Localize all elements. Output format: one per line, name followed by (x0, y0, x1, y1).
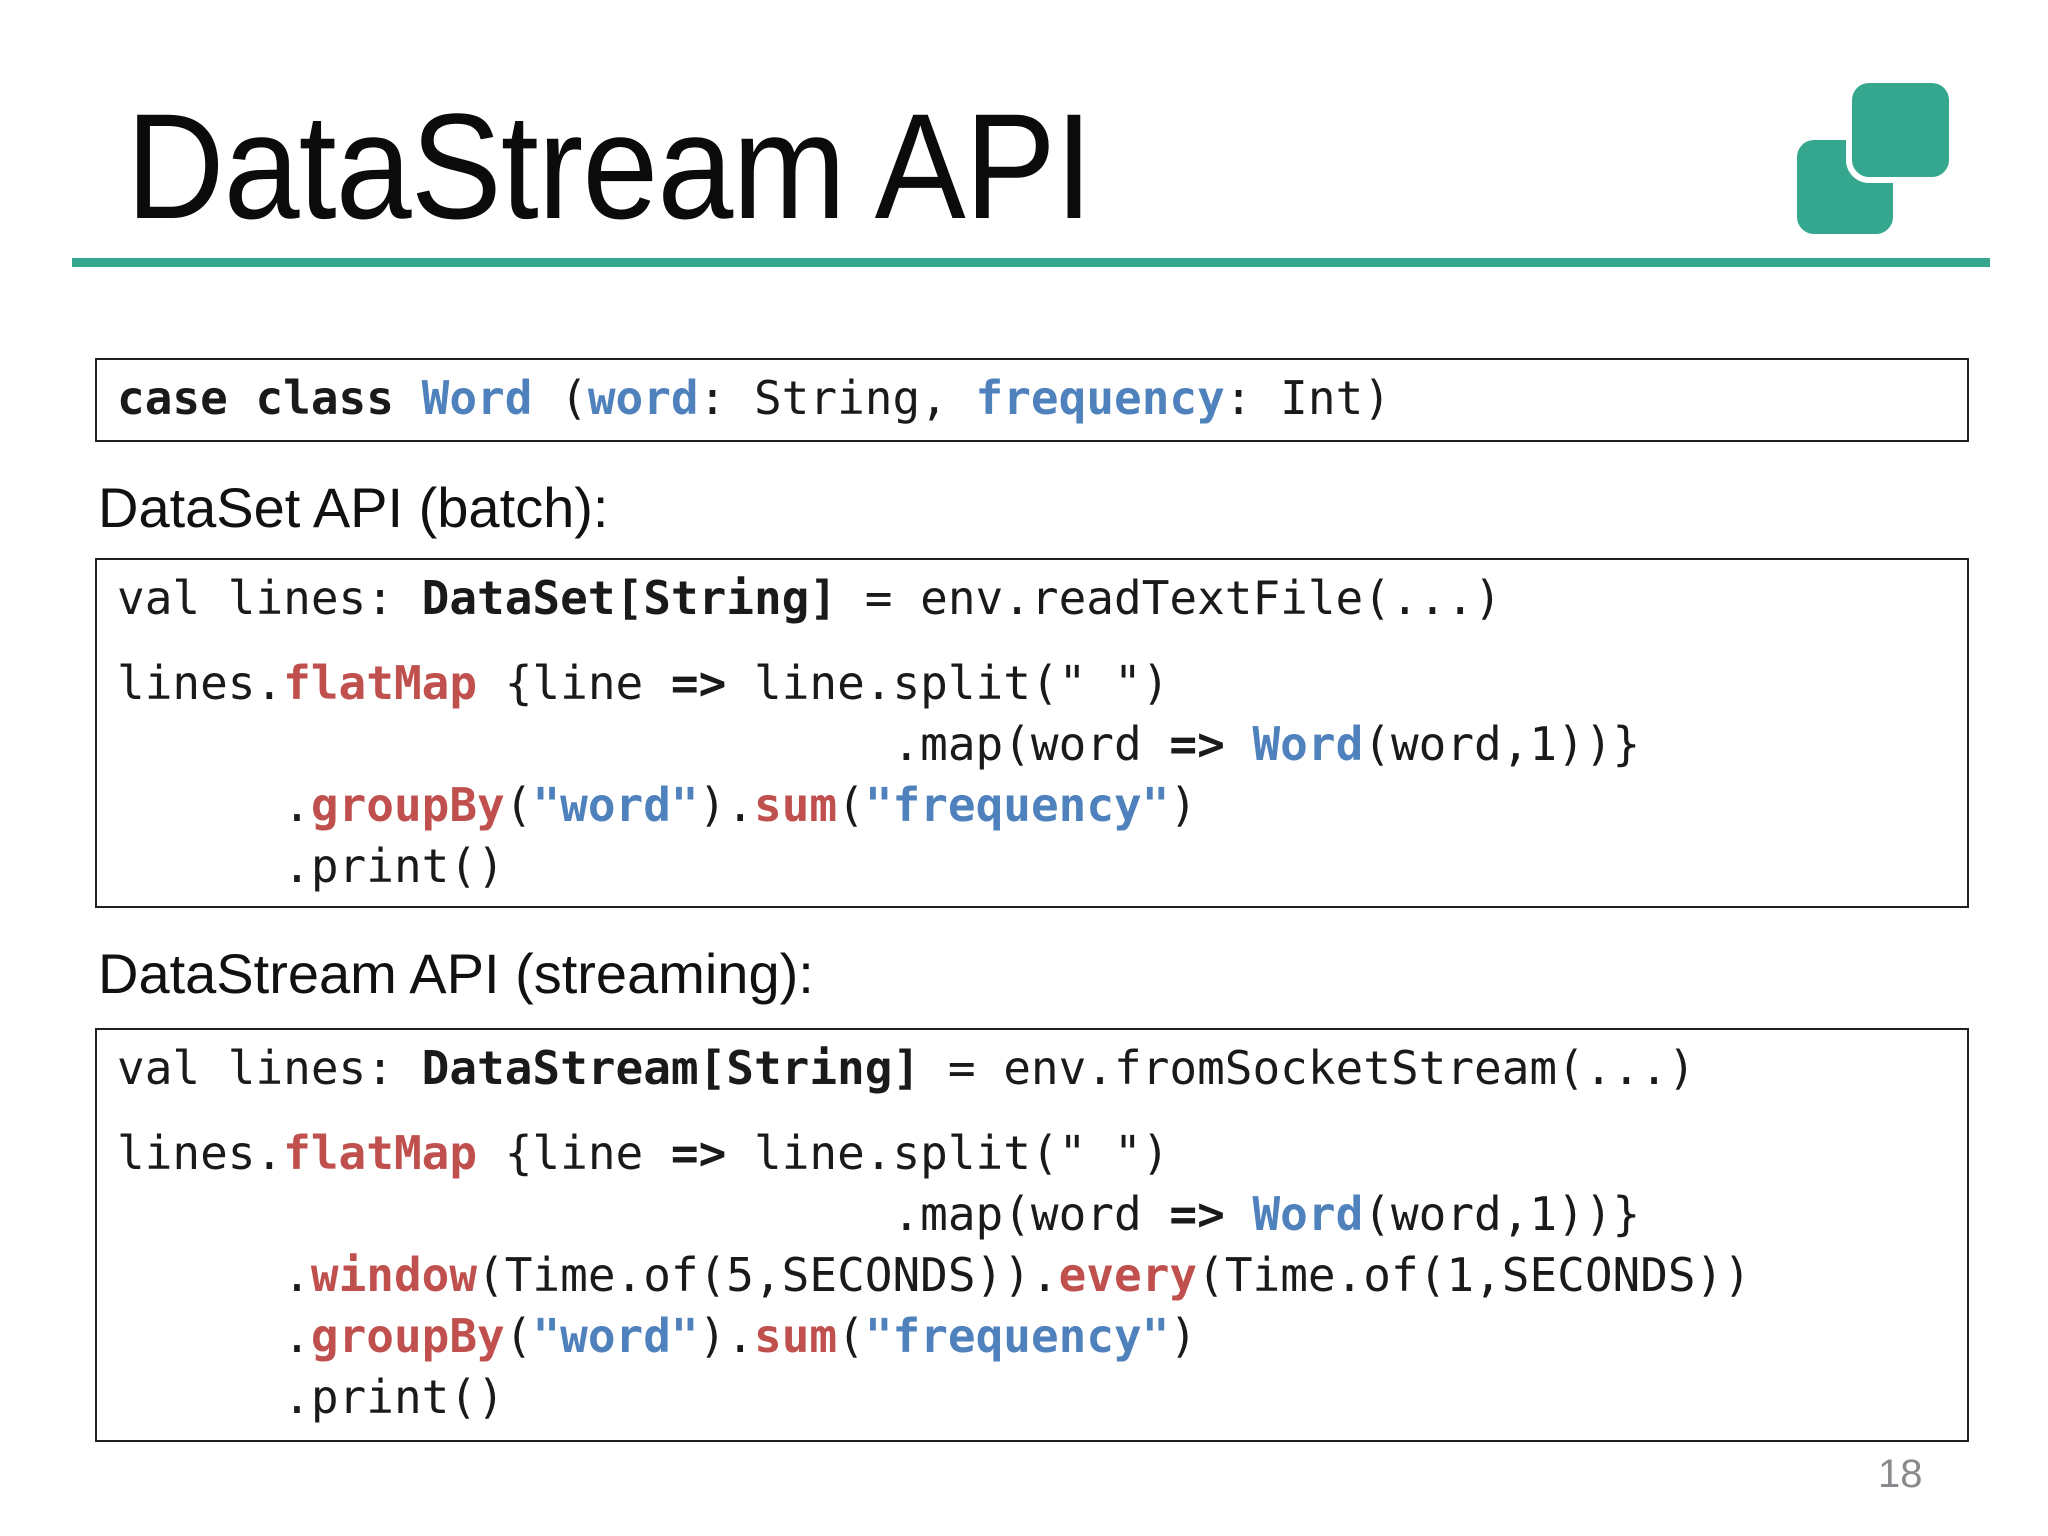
code-token: = env.readTextFile(...) (837, 571, 1502, 625)
code-token (1225, 717, 1253, 771)
code-token: "word" (532, 778, 699, 832)
code-box-dataset-batch: val lines: DataSet[String] = env.readTex… (95, 558, 1969, 908)
code-block-datastream-streaming: val lines: DataStream[String] = env.from… (97, 1030, 1967, 1428)
code-token: ). (698, 1309, 755, 1363)
code-token: ) (1169, 1309, 1198, 1363)
code-line: .print() (117, 836, 1967, 897)
code-line (117, 629, 1967, 653)
code-token: "frequency" (864, 1309, 1170, 1363)
code-token: flatMap (283, 656, 478, 710)
code-token: ( (837, 778, 865, 832)
code-token: {line (477, 656, 671, 710)
code-token: = env.fromSocketStream(...) (920, 1041, 1696, 1095)
code-token: groupBy (310, 778, 505, 832)
code-token: .print() (117, 1370, 505, 1424)
code-token: ( (504, 778, 533, 832)
code-token: ( (532, 371, 588, 425)
code-token: .print() (117, 839, 505, 893)
code-token: (Time.of(1,SECONDS)) (1197, 1248, 1752, 1302)
code-token: DataSet[String] (421, 571, 838, 625)
code-token: ) (1169, 778, 1198, 832)
code-token: flatMap (283, 1126, 478, 1180)
code-line: .groupBy("word").sum("frequency") (117, 1306, 1967, 1367)
code-line: .groupBy("word").sum("frequency") (117, 775, 1967, 836)
code-token: "frequency" (864, 778, 1170, 832)
code-token (1225, 1187, 1253, 1241)
code-block-case-class: case class Word (word: String, frequency… (97, 360, 1967, 429)
label-dataset-api: DataSet API (batch): (98, 476, 609, 539)
code-token: DataStream[String] (421, 1041, 921, 1095)
code-line: val lines: DataStream[String] = env.from… (117, 1038, 1967, 1099)
overlapping-squares-logo-icon (1790, 75, 2000, 245)
code-token: Word (421, 371, 533, 425)
code-token: (Time.of(5,SECONDS)). (477, 1248, 1059, 1302)
code-token: frequency (975, 371, 1225, 425)
code-token: .map(word (117, 717, 1170, 771)
code-token: . (117, 1309, 311, 1363)
code-token: val lines: (117, 571, 422, 625)
code-box-case-class: case class Word (word: String, frequency… (95, 358, 1969, 442)
code-token: : String, (698, 371, 976, 425)
page-number: 18 (1878, 1452, 1923, 1496)
code-token: line.split(" ") (726, 656, 1170, 710)
code-line: val lines: DataSet[String] = env.readTex… (117, 568, 1967, 629)
code-token: (word,1))} (1363, 717, 1641, 771)
code-token: .map(word (117, 1187, 1170, 1241)
code-token: window (310, 1248, 478, 1302)
code-token: case class (117, 371, 422, 425)
code-token: groupBy (310, 1309, 505, 1363)
code-token: . (117, 778, 311, 832)
code-line: .window(Time.of(5,SECONDS)).every(Time.o… (117, 1245, 1967, 1306)
code-token: => (1169, 1187, 1225, 1241)
code-line: .map(word => Word(word,1))} (117, 1184, 1967, 1245)
code-box-datastream-streaming: val lines: DataStream[String] = env.from… (95, 1028, 1969, 1442)
logo-square-front (1852, 83, 1949, 177)
code-line: case class Word (word: String, frequency… (117, 368, 1967, 429)
code-token: ). (698, 778, 755, 832)
code-token: => (1169, 717, 1225, 771)
slide-title: DataStream API (126, 82, 1093, 250)
code-line: lines.flatMap {line => line.split(" ") (117, 653, 1967, 714)
code-token: ( (504, 1309, 533, 1363)
code-token: ( (837, 1309, 865, 1363)
code-line: lines.flatMap {line => line.split(" ") (117, 1123, 1967, 1184)
label-datastream-api: DataStream API (streaming): (98, 942, 814, 1005)
code-token: sum (754, 778, 838, 832)
code-token: word (587, 371, 699, 425)
code-line: .print() (117, 1367, 1967, 1428)
code-token: . (117, 1248, 311, 1302)
code-token: {line (477, 1126, 671, 1180)
code-token: (word,1))} (1363, 1187, 1641, 1241)
code-token: Word (1252, 717, 1364, 771)
code-token: Word (1252, 1187, 1364, 1241)
code-token: "word" (532, 1309, 699, 1363)
code-block-dataset-batch: val lines: DataSet[String] = env.readTex… (97, 560, 1967, 897)
code-token: lines. (117, 1126, 284, 1180)
code-token: sum (754, 1309, 838, 1363)
code-token: => (670, 656, 727, 710)
code-token: every (1058, 1248, 1198, 1302)
code-token: val lines: (117, 1041, 422, 1095)
code-line: .map(word => Word(word,1))} (117, 714, 1967, 775)
code-token: => (670, 1126, 727, 1180)
title-underline (72, 258, 1990, 267)
code-token: line.split(" ") (726, 1126, 1170, 1180)
code-token: lines. (117, 656, 284, 710)
code-token: : Int) (1224, 371, 1391, 425)
code-line (117, 1099, 1967, 1123)
